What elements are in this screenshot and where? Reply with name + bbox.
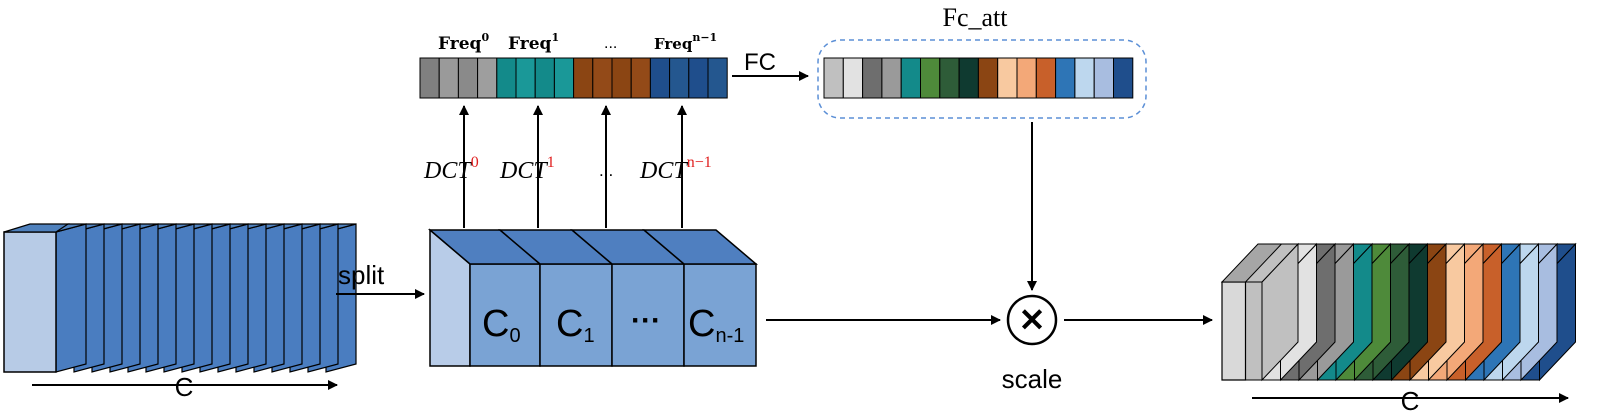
scale-multiply-circle xyxy=(1006,294,1058,346)
freq-header-2: ... xyxy=(604,35,617,52)
chunk-label-2: ··· xyxy=(631,304,661,337)
chunk-label-1-base: C xyxy=(556,303,583,345)
freq-cell xyxy=(457,57,479,99)
freq-cell xyxy=(630,57,651,99)
split-chunk-face xyxy=(683,263,757,367)
attention-cell xyxy=(1074,57,1095,99)
frequency-vector xyxy=(419,57,728,99)
split-feature-block xyxy=(427,228,759,367)
freq-cell xyxy=(649,57,671,99)
dct-label-1-base: DCT xyxy=(499,158,548,184)
output-front-face xyxy=(1221,281,1247,381)
freq-cell xyxy=(438,57,459,99)
dct-label-1: DCT1 xyxy=(499,154,555,184)
dct-label-0-sup: 0 xyxy=(471,154,479,171)
input-slab-side xyxy=(55,223,87,373)
attention-cell xyxy=(842,57,864,99)
attention-cell xyxy=(1055,57,1076,99)
input-feature-block xyxy=(3,223,357,373)
chunk-label-0-sub: 0 xyxy=(509,325,520,347)
freq-header-0-base: Freq xyxy=(438,34,482,54)
attention-cell xyxy=(862,57,883,99)
freq-cell xyxy=(611,57,632,99)
attention-cell xyxy=(958,57,979,99)
freq-cell xyxy=(688,57,709,99)
split-chunk-face xyxy=(539,263,613,367)
c-right-label: C xyxy=(1401,386,1420,416)
freq-cell xyxy=(553,57,575,99)
attention-cell xyxy=(997,57,1018,99)
chunk-label-3-sub: n-1 xyxy=(715,325,744,347)
freq-header-0: Freq0 xyxy=(438,31,489,54)
attention-cell xyxy=(977,57,999,99)
freq-cell xyxy=(707,57,728,99)
scale-label: scale xyxy=(1002,364,1063,394)
dct-label-3: DCTn−1 xyxy=(639,154,712,184)
split-chunk-face xyxy=(611,263,685,367)
chunk-label-3: Cn-1 xyxy=(688,303,744,347)
split-chunk-top xyxy=(641,229,759,265)
input-front-top xyxy=(3,223,70,233)
freq-cell xyxy=(496,57,517,99)
attention-cell xyxy=(1035,57,1057,99)
attention-cell xyxy=(1016,57,1037,99)
attention-cell xyxy=(1113,57,1134,99)
freq-header-0-sup: 0 xyxy=(481,31,489,44)
dct-label-2: ... xyxy=(599,161,613,180)
attention-cell xyxy=(1093,57,1114,99)
attention-cell xyxy=(823,57,844,99)
chunk-label-3-base: C xyxy=(688,303,715,345)
c-left-label: C xyxy=(175,372,194,402)
attention-cell xyxy=(939,57,960,99)
output-front-top xyxy=(1220,243,1283,283)
chunk-label-0: C0 xyxy=(482,303,521,347)
freq-cell xyxy=(592,57,613,99)
freq-cell xyxy=(419,57,440,99)
dct-label-1-sup: 1 xyxy=(547,154,555,171)
freq-cell xyxy=(477,57,498,99)
chunk-label-0-base: C xyxy=(482,303,509,345)
split-label: split xyxy=(338,260,385,290)
freq-cell xyxy=(515,57,536,99)
dct-label-3-sup: n−1 xyxy=(687,154,712,171)
freq-header-3-sup: n−1 xyxy=(692,31,717,44)
freq-header-1-base: Freq xyxy=(508,34,552,54)
chunk-label-1: C1 xyxy=(556,303,595,347)
freq-cell xyxy=(534,57,555,99)
freq-header-3: Freqn−1 xyxy=(654,31,717,53)
fc-att-label: Fc_att xyxy=(943,3,1009,32)
input-front-face xyxy=(3,231,57,373)
freq-header-1-sup: 1 xyxy=(551,31,559,44)
freq-cell xyxy=(573,57,594,99)
attention-cell xyxy=(900,57,922,99)
freq-header-3-base: Freq xyxy=(654,35,693,53)
freq-header-1: Freq1 xyxy=(508,31,559,54)
attention-cell xyxy=(920,57,941,99)
split-chunk-face xyxy=(469,263,541,367)
dct-label-0: DCT0 xyxy=(423,154,479,184)
chunk-label-1-sub: 1 xyxy=(583,325,594,347)
freq-cell xyxy=(669,57,690,99)
attention-vector xyxy=(823,57,1134,99)
attention-cell xyxy=(881,57,902,99)
dct-label-0-base: DCT xyxy=(423,158,472,184)
multiply-symbol: ✕ xyxy=(1019,302,1046,338)
fc-att-dashed-box xyxy=(817,39,1147,119)
dct-label-3-base: DCT xyxy=(639,158,688,184)
fc-label: FC xyxy=(744,49,776,76)
output-feature-block xyxy=(1220,242,1577,382)
output-slab-front xyxy=(1243,281,1263,381)
